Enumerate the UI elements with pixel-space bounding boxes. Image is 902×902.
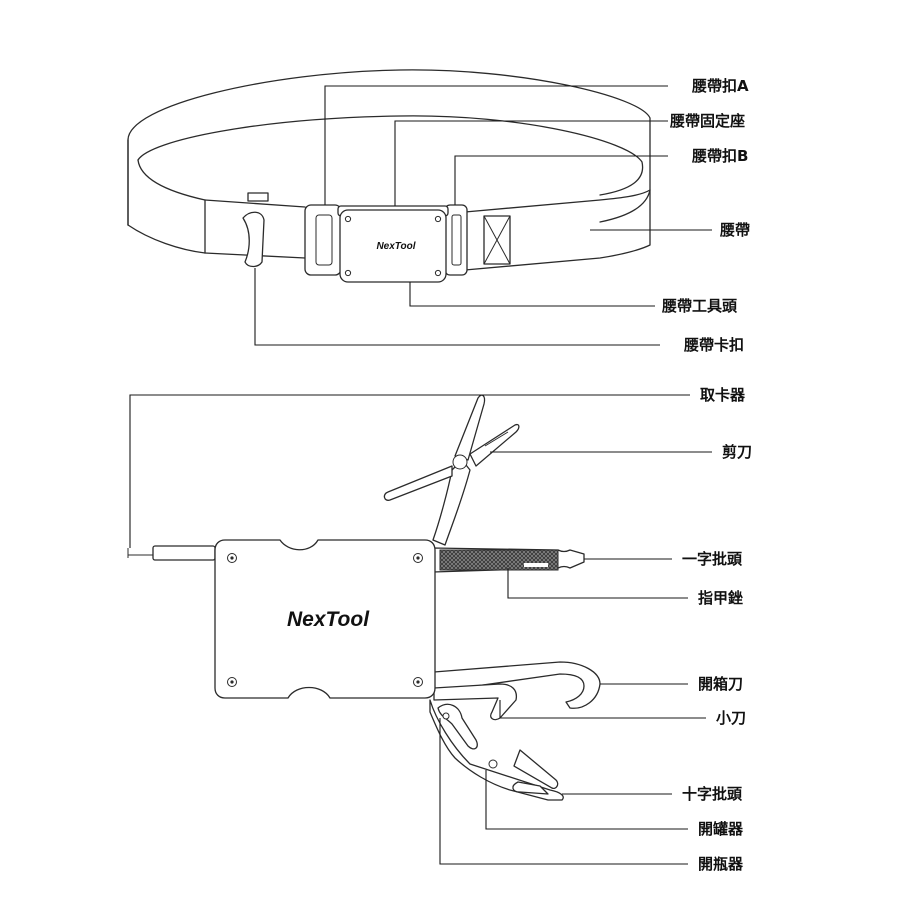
belt-x-box <box>483 215 511 265</box>
label-strap: 腰帶 <box>719 221 750 239</box>
belt-front-right <box>464 189 651 271</box>
buckle-b-slot <box>451 214 462 266</box>
tool-head-screw-icon <box>434 215 442 223</box>
belt-x-mark <box>483 215 511 265</box>
label-box-cutter: 開箱刀 <box>698 675 743 693</box>
label-small-knife: 小刀 <box>716 709 746 727</box>
leader-small-knife <box>499 700 706 719</box>
label-mount: 腰帶固定座 <box>669 112 745 130</box>
belt-illustration: NexTool <box>127 69 651 283</box>
label-nail-file: 指甲銼 <box>698 589 743 607</box>
label-buckle-a: 腰帶扣A <box>691 77 749 95</box>
leader-can-opener <box>485 770 688 830</box>
tool-body <box>214 539 436 699</box>
label-tool-head: 腰帶工具頭 <box>661 297 738 315</box>
bottle-opener-hole-icon <box>488 759 498 769</box>
buckle-a-slot <box>315 214 333 266</box>
belt-clip <box>242 211 265 268</box>
label-phillips-bit: 十字批頭 <box>682 785 743 803</box>
screw-center <box>416 680 420 684</box>
scissors-upper-blade <box>454 394 486 461</box>
leader-tool-head <box>409 282 655 307</box>
phillips-bit-arm <box>429 699 564 801</box>
label-card-puller: 取卡器 <box>700 386 746 404</box>
scissors-right-blade <box>469 423 520 467</box>
label-buckle-b: 腰帶扣B <box>691 147 748 165</box>
card-puller-pin <box>127 548 155 558</box>
leader-buckle-b <box>454 155 668 205</box>
belt-tool-head <box>339 209 447 283</box>
leader-nail-file <box>507 568 688 599</box>
leader-mount <box>394 120 668 206</box>
brand-logo-large: NexTool <box>287 608 370 631</box>
belt-clip-top <box>247 192 269 202</box>
scissors-left-handle <box>383 465 453 501</box>
card-puller <box>152 545 216 561</box>
belt-strap-outer <box>127 69 651 226</box>
belt-label-group: 腰帶扣A 腰帶固定座 腰帶扣B 腰帶 腰帶工具頭 腰帶卡扣 <box>661 77 750 354</box>
scissors-pivot-icon <box>452 454 468 470</box>
phillips-bit <box>512 781 549 795</box>
nail-file-slot <box>524 563 548 567</box>
tool-head-screw-icon <box>344 215 352 223</box>
label-bottle-opener: 開瓶器 <box>698 855 744 873</box>
tool-leaders <box>129 394 712 865</box>
label-flat-bit: 一字批頭 <box>682 550 743 568</box>
belt-strap-left-bottom <box>127 224 206 254</box>
scissors-edge <box>484 431 509 447</box>
leader-belt-clip <box>254 268 660 346</box>
tool-label-group: 取卡器 剪刀 一字批頭 指甲銼 開箱刀 小刀 十字批頭 開罐器 開瓶器 <box>682 386 752 873</box>
screw-center <box>230 556 234 560</box>
can-opener <box>513 749 559 790</box>
label-scissors: 剪刀 <box>722 443 752 461</box>
belt-strap-left-fold <box>137 159 206 201</box>
leader-bottle-opener <box>439 718 688 865</box>
leader-buckle-a <box>324 85 668 205</box>
screw-center <box>416 556 420 560</box>
tool-illustration: NexTool <box>127 394 601 801</box>
leader-card-puller <box>129 394 690 548</box>
label-belt-clip: 腰帶卡扣 <box>683 336 744 354</box>
tool-head-screw-icon <box>434 269 442 277</box>
tool-head-screw-icon <box>344 269 352 277</box>
bottle-opener-notch-icon <box>442 712 450 720</box>
belt-strap-inner <box>137 115 644 196</box>
brand-logo-small: NexTool <box>376 241 415 252</box>
box-cutter <box>433 661 601 709</box>
belt-leaders <box>254 85 712 346</box>
screw-center <box>230 680 234 684</box>
label-can-opener: 開罐器 <box>698 820 744 838</box>
